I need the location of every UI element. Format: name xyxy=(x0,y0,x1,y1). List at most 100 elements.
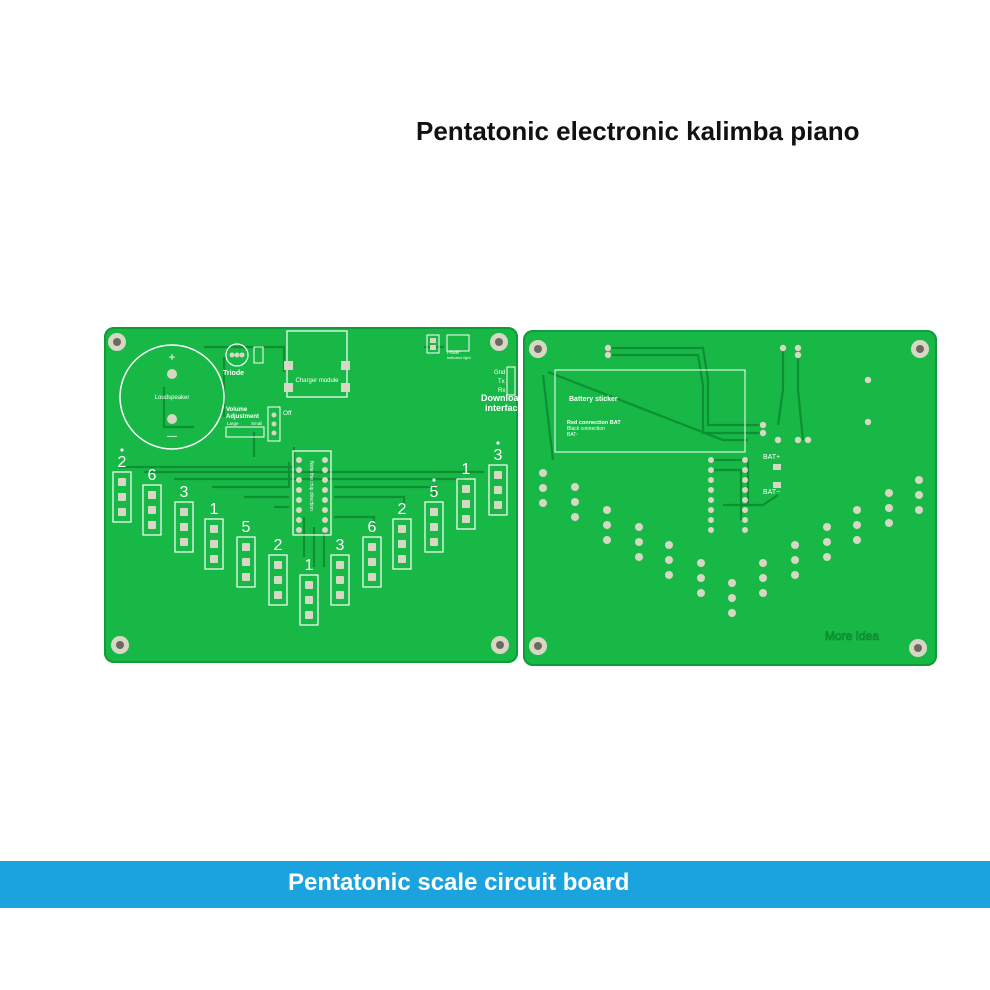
chip-pad xyxy=(708,507,714,513)
key-pad xyxy=(180,523,188,531)
solder-pad xyxy=(804,436,812,444)
solder-pad xyxy=(603,506,611,514)
indicator-led xyxy=(446,334,470,352)
key-footprint xyxy=(236,536,256,588)
chip-pad xyxy=(742,477,748,483)
solder-pad xyxy=(759,589,767,597)
key-pad xyxy=(494,501,502,509)
copper-traces xyxy=(119,345,484,567)
chip-pads xyxy=(296,457,328,533)
power-switch xyxy=(267,406,281,442)
solder-pad xyxy=(665,571,673,579)
note-label: 2 xyxy=(118,454,127,471)
key-pad xyxy=(148,506,156,514)
bat-minus-note: BAT- xyxy=(567,432,578,438)
solder-pad xyxy=(915,476,923,484)
solder-pad xyxy=(635,538,643,546)
interface-label: interface xyxy=(485,403,518,413)
solder-pad xyxy=(885,489,893,497)
small-label: Small xyxy=(251,421,262,426)
key-footprint xyxy=(174,501,194,553)
solder-pads xyxy=(539,344,923,617)
key-footprint xyxy=(142,484,162,536)
solder-pad xyxy=(791,556,799,564)
chip-pad xyxy=(708,467,714,473)
solder-pad xyxy=(853,536,861,544)
minus-label: — xyxy=(167,431,177,442)
solder-pad xyxy=(728,609,736,617)
note-label: 1 xyxy=(305,557,314,574)
solder-pad xyxy=(794,436,802,444)
more-idea-watermark: More Idea xyxy=(825,629,879,643)
chip-pad xyxy=(742,457,748,463)
mount-holes xyxy=(529,340,929,657)
solder-pad xyxy=(853,521,861,529)
solder-pad xyxy=(604,351,612,359)
pcb-front-art: + Loudspeaker — Triode Charger module Po… xyxy=(108,330,518,654)
charger-module-label: Charger module xyxy=(295,378,339,384)
key-pad xyxy=(336,576,344,584)
key-pad xyxy=(148,521,156,529)
battery-sticker-label: Battery sticker xyxy=(569,396,618,403)
key-pad xyxy=(274,561,282,569)
key-pad xyxy=(430,508,438,516)
chip-pad xyxy=(708,527,714,533)
key-pad xyxy=(368,543,376,551)
key-pad xyxy=(305,611,313,619)
key-footprint xyxy=(112,471,132,523)
pcb-back: Battery sticker Red connection BAT Black… xyxy=(523,330,937,666)
solder-pad xyxy=(604,344,612,352)
mount-holes xyxy=(108,333,509,654)
key-pad xyxy=(210,555,218,563)
chip-pad xyxy=(742,507,748,513)
off-label: Off xyxy=(283,410,292,417)
volume-label: Volume xyxy=(226,407,248,413)
banner-label: Pentatonic scale circuit board xyxy=(288,869,630,896)
tx-label: Tx xyxy=(498,379,505,385)
key-pad xyxy=(274,576,282,584)
solder-pad xyxy=(571,498,579,506)
solder-pad xyxy=(635,523,643,531)
key-pad xyxy=(398,540,406,548)
chip-pad xyxy=(742,497,748,503)
solder-pad xyxy=(539,469,547,477)
key-pad xyxy=(180,538,188,546)
power-header xyxy=(426,334,440,354)
note-label: 1 xyxy=(210,501,219,518)
bat-minus-label: BAT− xyxy=(763,489,780,496)
solder-pad xyxy=(571,513,579,521)
chip-pad xyxy=(742,467,748,473)
key-footprint xyxy=(456,478,476,530)
chip-pad xyxy=(742,527,748,533)
solder-pad xyxy=(539,499,547,507)
note-label: 2 xyxy=(274,537,283,554)
note-label: 5 xyxy=(242,519,251,536)
battery-sticker-outline xyxy=(554,369,746,453)
solder-pad xyxy=(794,344,802,352)
key-pad xyxy=(242,558,250,566)
chip-footprint xyxy=(292,450,332,536)
chip-pad xyxy=(708,497,714,503)
key-pad xyxy=(494,471,502,479)
key-pad xyxy=(336,561,344,569)
solder-pad xyxy=(603,521,611,529)
key-pad xyxy=(242,573,250,581)
key-pad xyxy=(430,538,438,546)
key-pad xyxy=(118,493,126,501)
indicator-label: indicator light xyxy=(447,355,471,360)
caption-banner: Pentatonic scale circuit board xyxy=(0,861,990,908)
key-footprint xyxy=(330,554,350,606)
key-pad xyxy=(462,515,470,523)
note-label: 3 xyxy=(180,484,189,501)
key-pad xyxy=(118,508,126,516)
octave-dot xyxy=(432,478,436,482)
speaker-pad xyxy=(167,369,177,379)
solder-pad xyxy=(779,344,787,352)
charger-module-outline xyxy=(286,330,348,398)
adjustment-label: Adjustment xyxy=(226,414,259,420)
key-pad xyxy=(368,558,376,566)
solder-pad xyxy=(915,506,923,514)
key-footprint xyxy=(488,464,508,516)
page-title: Pentatonic electronic kalimba piano xyxy=(416,116,860,146)
key-pad xyxy=(180,508,188,516)
